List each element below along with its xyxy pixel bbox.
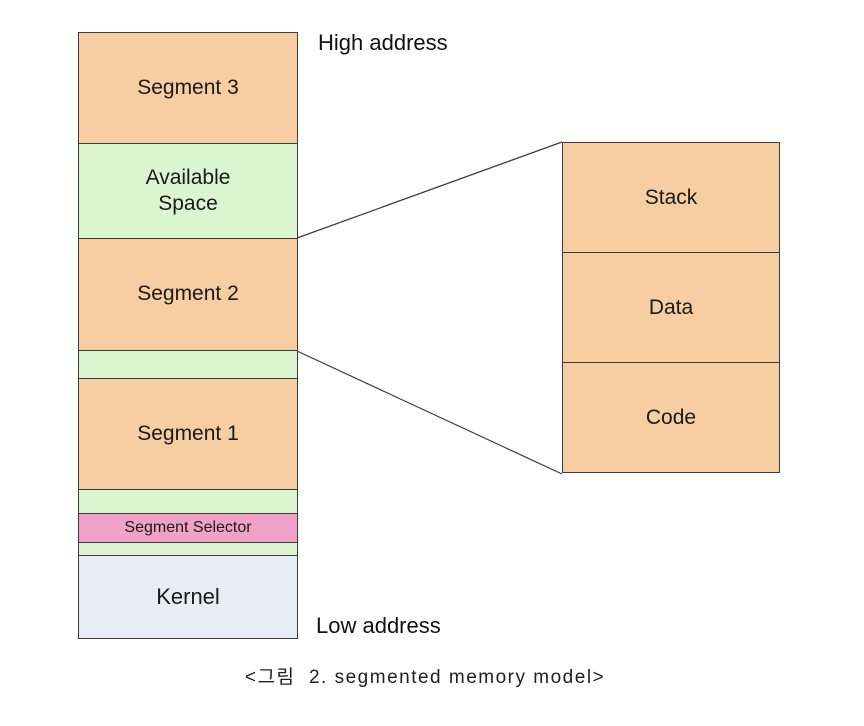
memory-cell-segment-2: Segment 2 bbox=[78, 238, 298, 351]
detail-cell-data: Data bbox=[562, 252, 780, 363]
memory-cell-available-space: Available Space bbox=[78, 143, 298, 239]
memory-cell-segment-3: Segment 3 bbox=[78, 32, 298, 144]
figure-caption: <그림 2. segmented memory model> bbox=[244, 667, 606, 688]
detail-cell-code: Code bbox=[562, 362, 780, 473]
connector-line-top bbox=[296, 141, 563, 239]
memory-cell-segment-selector: Segment Selector bbox=[78, 513, 298, 543]
segment-detail-box: Stack Data Code bbox=[562, 142, 780, 473]
connector-line-bottom bbox=[296, 350, 563, 475]
memory-cell-free-gap bbox=[78, 350, 298, 379]
memory-stack: Segment 3 Available Space Segment 2 Segm… bbox=[78, 32, 298, 639]
low-address-label: Low address bbox=[316, 613, 441, 638]
memory-cell-free-gap bbox=[78, 542, 298, 556]
memory-cell-free-gap bbox=[78, 489, 298, 514]
high-address-label: High address bbox=[318, 30, 448, 55]
memory-cell-segment-1: Segment 1 bbox=[78, 378, 298, 490]
memory-cell-kernel: Kernel bbox=[78, 555, 298, 639]
detail-cell-stack: Stack bbox=[562, 142, 780, 253]
